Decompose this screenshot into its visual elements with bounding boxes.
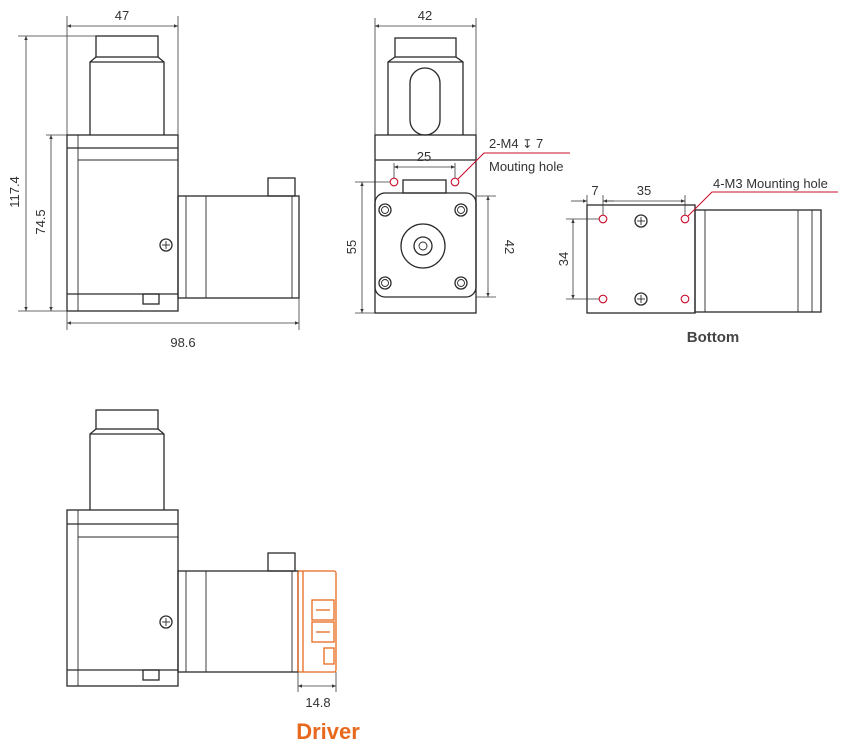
dim-side-total-length: 98.6 bbox=[66, 298, 300, 350]
bottom-caption: Bottom bbox=[687, 329, 740, 346]
side-foot-tab bbox=[142, 293, 160, 305]
front-motor-face bbox=[374, 192, 477, 298]
dim-label-35: 35 bbox=[637, 183, 651, 198]
front-hole-callout-label: Mouting hole bbox=[489, 159, 563, 174]
dim-side-width: 47 bbox=[66, 8, 179, 135]
driver-stepper-motor bbox=[177, 570, 299, 673]
front-motor-shaft bbox=[400, 223, 446, 269]
dim-label-47: 47 bbox=[115, 8, 129, 23]
dim-bottom-spacing: 35 bbox=[603, 183, 686, 215]
front-motor-screws bbox=[378, 203, 468, 290]
dim-label-42-side: 42 bbox=[502, 240, 517, 254]
bottom-hole-tl bbox=[598, 214, 608, 224]
driver-view: 14.8 Driver bbox=[66, 409, 360, 744]
dim-label-98-6: 98.6 bbox=[170, 335, 195, 350]
bottom-hole-callout-label: 4-M3 Mounting hole bbox=[713, 176, 828, 191]
driver-main-body bbox=[66, 509, 179, 687]
dim-label-7: 7 bbox=[591, 183, 598, 198]
side-pump-cap bbox=[95, 35, 159, 58]
driver-caption: Driver bbox=[296, 719, 360, 744]
dim-label-117-4: 117.4 bbox=[7, 176, 22, 208]
front-view: 42 25 2-M4 ↧ 7 Mouting hole 55 42 bbox=[344, 8, 570, 314]
dim-label-55: 55 bbox=[344, 240, 359, 254]
bottom-view: 7 35 4-M3 Mounting hole 34 Bottom bbox=[556, 176, 838, 346]
side-pump-neck bbox=[89, 56, 165, 135]
bottom-motor bbox=[694, 209, 822, 313]
dim-front-hole-spacing: 25 bbox=[393, 149, 456, 178]
dim-label-42-top: 42 bbox=[418, 8, 432, 23]
front-hole-callout: 2-M4 ↧ 7 Mouting hole bbox=[457, 136, 570, 180]
dim-label-34: 34 bbox=[556, 252, 571, 266]
screw-icon bbox=[159, 615, 173, 629]
driver-pump-cap bbox=[95, 409, 159, 430]
bottom-hole-br bbox=[680, 294, 690, 304]
side-main-body bbox=[66, 134, 179, 312]
side-view: 47 117.4 74.5 98.6 bbox=[7, 8, 300, 350]
dim-label-74-5: 74.5 bbox=[33, 209, 48, 234]
front-mount-hole-left bbox=[389, 177, 399, 187]
front-upper-tab bbox=[402, 179, 447, 194]
front-pump-neck bbox=[387, 56, 464, 135]
front-window-slot bbox=[409, 67, 441, 136]
bottom-hole-bl bbox=[598, 294, 608, 304]
front-pump-cap bbox=[394, 37, 457, 58]
bottom-hole-callout: 4-M3 Mounting hole bbox=[687, 176, 838, 217]
driver-module bbox=[297, 570, 337, 673]
bottom-screws bbox=[634, 214, 648, 306]
screw-icon bbox=[159, 238, 173, 252]
dim-bottom-height: 34 bbox=[556, 218, 599, 300]
dim-front-height-42: 42 bbox=[476, 195, 517, 298]
dim-label-25: 25 bbox=[417, 149, 431, 164]
front-mount-hole-right bbox=[450, 177, 460, 187]
dim-label-14-8: 14.8 bbox=[305, 695, 330, 710]
dim-front-width: 42 bbox=[374, 8, 477, 135]
side-stepper-motor bbox=[177, 195, 300, 299]
dim-driver-length: 14.8 bbox=[297, 672, 337, 710]
bottom-hole-tr bbox=[680, 214, 690, 224]
side-motor-connector bbox=[267, 177, 296, 197]
driver-pump-neck bbox=[89, 428, 165, 510]
front-hole-callout-spec: 2-M4 ↧ 7 bbox=[489, 136, 543, 151]
dim-front-height-55: 55 bbox=[344, 181, 390, 314]
dim-side-total-height: 117.4 bbox=[7, 35, 96, 312]
dim-side-body-height: 74.5 bbox=[33, 134, 67, 311]
dim-bottom-offset: 7 bbox=[571, 183, 614, 215]
